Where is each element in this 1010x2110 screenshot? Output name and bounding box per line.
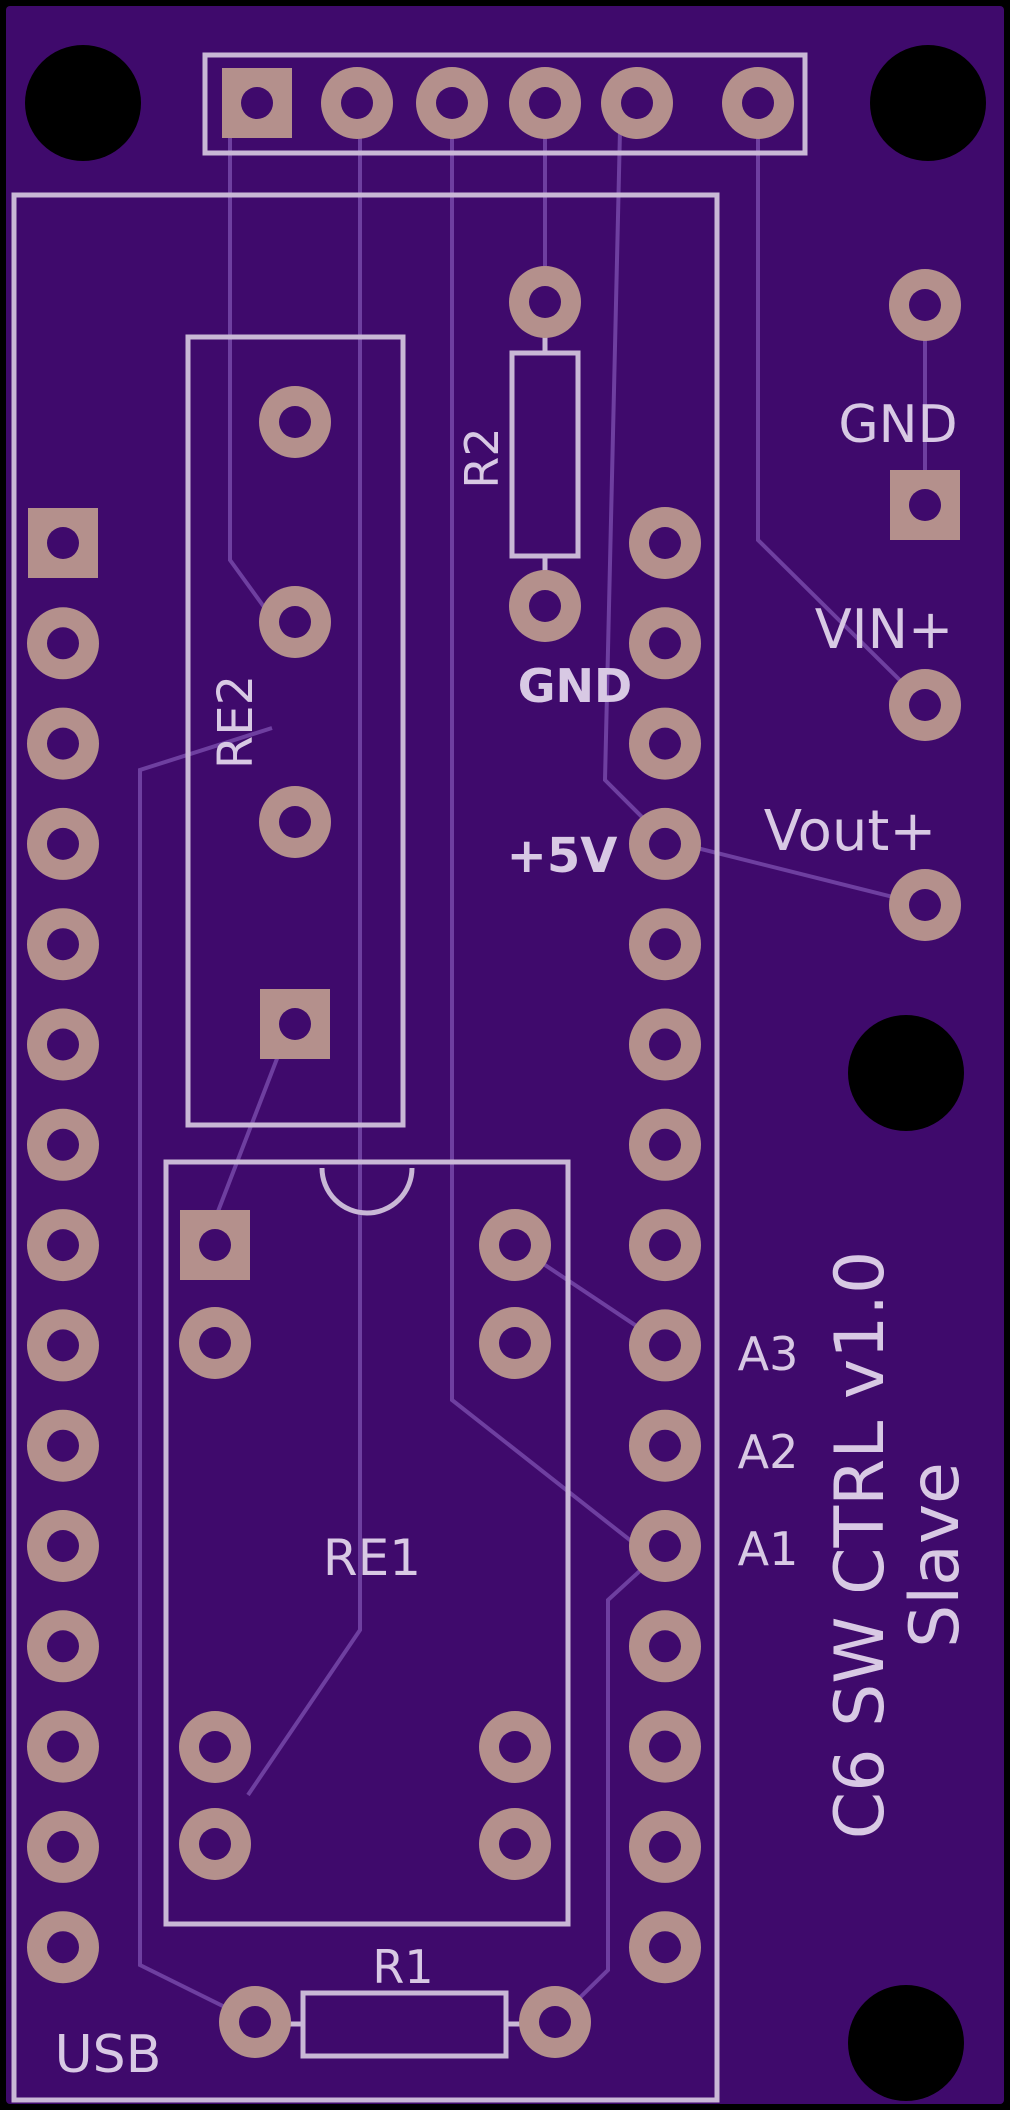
a2-label: A2 bbox=[738, 1425, 799, 1479]
right-column-pin-drill bbox=[649, 627, 681, 660]
left-column-pin-drill bbox=[47, 1128, 79, 1161]
vout-power-pin-drill bbox=[909, 889, 941, 921]
right-column-pin-drill bbox=[649, 727, 681, 760]
re2-pin-drill bbox=[279, 606, 311, 638]
right-column-pin-drill bbox=[649, 1028, 681, 1061]
vin-power-pin-drill bbox=[909, 689, 941, 721]
re1-pin-drill bbox=[499, 1731, 531, 1763]
left-column-pin-drill bbox=[47, 1730, 79, 1763]
header-pin-drill bbox=[742, 87, 774, 119]
r2-pin-drill bbox=[529, 286, 561, 318]
usb-label: USB bbox=[55, 2025, 162, 2085]
right-column-pin-drill bbox=[649, 1931, 681, 1964]
re2-outline bbox=[185, 334, 406, 1128]
trace bbox=[664, 838, 926, 907]
mount-hole bbox=[25, 45, 141, 161]
re1-pin-drill bbox=[499, 1828, 531, 1860]
re1-outline bbox=[163, 1159, 571, 1927]
left-column-pin-drill bbox=[47, 827, 79, 860]
left-column-pin-drill bbox=[47, 1329, 79, 1362]
left-column-pin-drill bbox=[47, 1931, 79, 1964]
left-column-pin-drill bbox=[47, 1630, 79, 1663]
re1-notch bbox=[319, 1167, 415, 1216]
arduino-nano-outline bbox=[11, 192, 720, 2103]
header-outline bbox=[202, 52, 808, 156]
silkscreen-group bbox=[11, 52, 808, 2103]
r1-pin-drill bbox=[539, 2006, 571, 2038]
vout-label: Vout+ bbox=[764, 799, 937, 864]
left-column-pin-drill bbox=[47, 1429, 79, 1462]
re1-pin-drill bbox=[199, 1731, 231, 1763]
re2-label: RE2 bbox=[208, 675, 264, 769]
trace-group bbox=[138, 129, 927, 2024]
header-pin-drill bbox=[341, 87, 373, 119]
trace bbox=[138, 726, 273, 2024]
re1-pin-drill bbox=[199, 1828, 231, 1860]
label-group: R2 RE2 RE1 R1 GND GND VIN+ +5V Vout+ A3 … bbox=[55, 395, 975, 2085]
re1-pin-drill bbox=[499, 1229, 531, 1261]
gnd-power-pin-drill bbox=[909, 289, 941, 321]
left-column-pin-drill bbox=[47, 727, 79, 760]
title-line2: Slave bbox=[896, 1462, 975, 1648]
trace bbox=[228, 130, 274, 620]
left-column-pin-drill bbox=[47, 1028, 79, 1061]
gnd-label-mid: GND bbox=[518, 659, 632, 713]
pad-group bbox=[27, 67, 961, 2058]
trace bbox=[553, 1546, 667, 2024]
left-column-pin-drill bbox=[47, 928, 79, 961]
right-column-pin-drill bbox=[649, 1830, 681, 1863]
a1-label: A1 bbox=[738, 1522, 799, 1576]
r1-label: R1 bbox=[372, 1940, 433, 1994]
header-pin-drill bbox=[529, 87, 561, 119]
r1-pin-drill bbox=[239, 2006, 271, 2038]
re2-pin-drill bbox=[279, 406, 311, 438]
vin-label: VIN+ bbox=[815, 598, 954, 661]
re2-pin-drill bbox=[279, 1008, 311, 1040]
right-column-pin-drill bbox=[649, 827, 681, 860]
header-pin-drill bbox=[436, 87, 468, 119]
gnd-pad-square-drill bbox=[909, 489, 941, 521]
plus5v-label: +5V bbox=[507, 828, 618, 884]
r2-label: R2 bbox=[455, 427, 509, 488]
re1-label: RE1 bbox=[323, 1529, 421, 1587]
right-column-pin-drill bbox=[649, 1128, 681, 1161]
gnd-label-right: GND bbox=[838, 395, 957, 455]
right-column-pin-drill bbox=[649, 1730, 681, 1763]
left-column-pin-drill bbox=[47, 527, 79, 559]
left-column-pin-drill bbox=[47, 1830, 79, 1863]
right-column-pin-drill bbox=[649, 1429, 681, 1462]
re1-pin-drill bbox=[499, 1327, 531, 1359]
mount-hole bbox=[848, 1015, 964, 1131]
trace bbox=[203, 1024, 292, 1246]
left-column-pin-drill bbox=[47, 627, 79, 660]
right-column-pin-drill bbox=[649, 527, 681, 559]
right-column-pin-drill bbox=[649, 1229, 681, 1262]
mount-hole bbox=[870, 45, 986, 161]
left-column-pin-drill bbox=[47, 1229, 79, 1262]
re1-pin-drill bbox=[199, 1229, 231, 1261]
right-column-pin-drill bbox=[649, 1630, 681, 1663]
re2-pin-drill bbox=[279, 806, 311, 838]
trace bbox=[450, 130, 642, 1550]
right-column-pin-drill bbox=[649, 1530, 681, 1562]
header-pin-drill bbox=[621, 87, 653, 119]
r2-pin-drill bbox=[529, 590, 561, 622]
title-line1: C6 SW CTRL v1.0 bbox=[821, 1251, 900, 1840]
trace bbox=[246, 130, 362, 1797]
a3-label: A3 bbox=[738, 1327, 799, 1381]
left-column-pin-drill bbox=[47, 1530, 79, 1562]
right-column-pin-drill bbox=[649, 1329, 681, 1362]
re1-pin-drill bbox=[199, 1327, 231, 1359]
trace bbox=[756, 130, 927, 707]
right-column-pin-drill bbox=[649, 928, 681, 961]
mount-hole-group bbox=[25, 45, 986, 2101]
mount-hole bbox=[848, 1985, 964, 2101]
board-surface bbox=[6, 6, 1004, 2104]
header-pin-drill bbox=[241, 87, 273, 119]
